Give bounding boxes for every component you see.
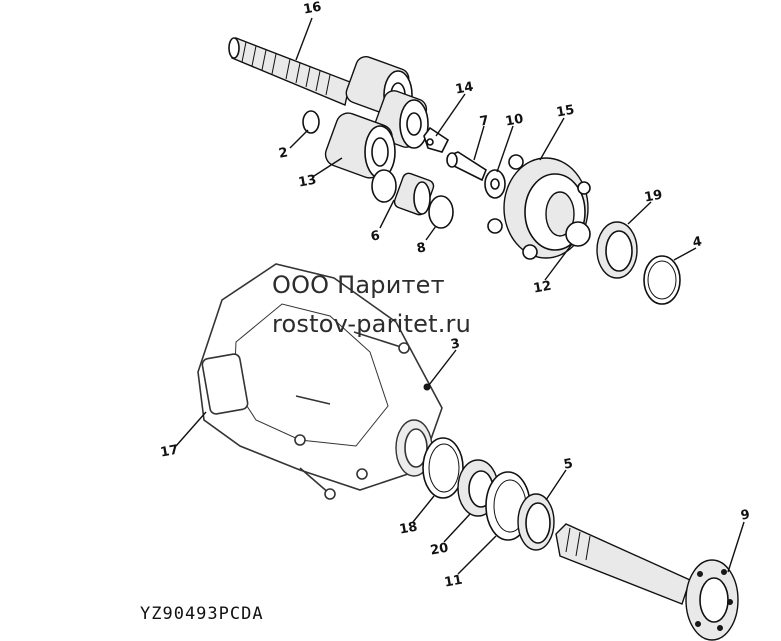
callout-4: 4 [692,234,704,250]
part-7-bolt [446,151,487,182]
part-19-seal [596,221,638,279]
callout-13: 13 [297,173,317,191]
part-2-snap-ring [302,110,320,134]
callout-19: 19 [643,188,663,206]
part-14-bracket [423,126,450,153]
callout-11: 11 [443,573,463,591]
callout-20: 20 [429,541,449,559]
part-17-housing [197,263,443,500]
callout-15: 15 [555,103,575,121]
callout-10: 10 [504,112,524,130]
part-18-ring [422,437,464,499]
part-6-bearing [371,169,435,216]
callout-5: 5 [563,456,575,472]
part-4-ring [643,255,681,305]
callout-numbers: 16 14 7 10 15 2 13 19 6 8 4 12 3 17 5 18… [159,0,751,591]
drawing-code-label: YZ90493PCDA [140,604,264,624]
part-9-axle-shaft [555,523,739,641]
part-5-seal [517,493,555,551]
callout-7: 7 [479,113,491,129]
part-12-o-ring [565,221,591,247]
callout-9: 9 [740,507,752,523]
callout-14: 14 [454,80,474,98]
part-3-pin [423,383,431,391]
watermark-company-name: ООО Паритет [272,271,445,299]
watermark-website: rostov-paritet.ru [272,310,472,338]
part-10-washer [484,169,506,199]
callout-17: 17 [159,443,179,461]
callout-leaders [175,17,745,575]
callout-16: 16 [302,0,322,18]
callout-18: 18 [398,520,418,538]
callout-3: 3 [450,336,462,352]
callout-2: 2 [278,145,290,161]
callout-12: 12 [532,279,552,297]
part-8-o-ring [428,195,454,229]
callout-8: 8 [416,240,428,256]
callout-6: 6 [370,228,382,244]
